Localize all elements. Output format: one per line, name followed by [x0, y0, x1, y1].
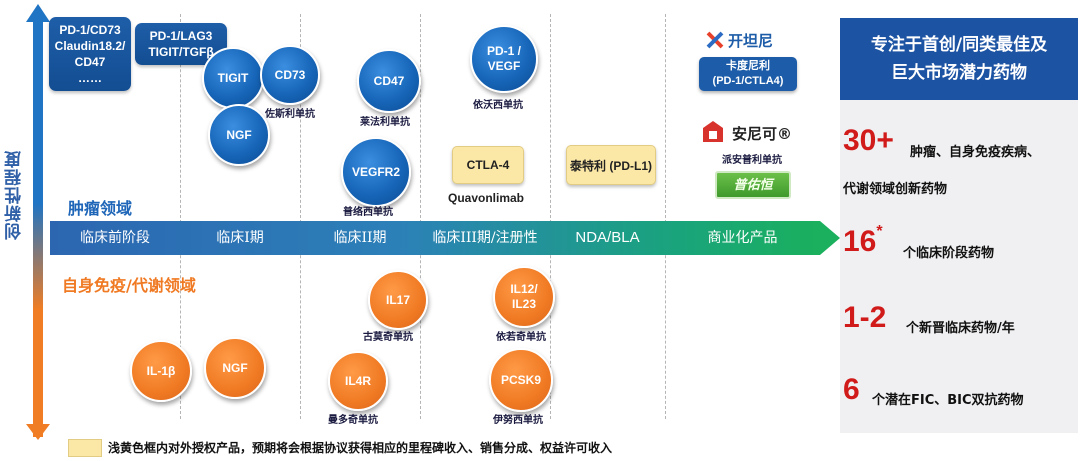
anike-logo-icon	[701, 120, 725, 144]
il1b-circle: IL-1β	[130, 340, 192, 402]
circle-label: PD-1 /VEGF	[486, 44, 521, 73]
cd73-caption: 佐斯利单抗	[265, 109, 315, 120]
il4r-circle: IL4R	[328, 351, 388, 411]
box-line: 卡度尼利	[726, 60, 770, 72]
legend-text: 浅黄色框内对外授权产品，预期将会根据协议获得相应的里程碑收入、销售分成、权益许可…	[108, 441, 613, 455]
box-line: Claudin18.2/	[54, 39, 126, 53]
stat-bispecific-text: 个潜在FIC、BIC双抗药物	[872, 393, 1024, 408]
stat-new-per-year-text: 个新晋临床药物/年	[906, 321, 1015, 336]
arrow-up-icon	[26, 4, 50, 22]
cd73-circle: CD73	[260, 45, 320, 105]
preclinical-box-multispecific: PD-1/CD73 Claudin18.2/ CD47 ……	[49, 17, 131, 91]
kaitanni-logo-icon	[706, 31, 724, 49]
cd47-caption: 莱法利单抗	[360, 117, 410, 128]
circle-label: IL-1β	[146, 363, 176, 378]
circle-label: NGF	[222, 360, 248, 375]
stat-innovative-count: 30+	[843, 124, 894, 157]
right-panel-body	[840, 100, 1078, 433]
kadunili-box: 卡度尼利 (PD-1/CTLA4)	[699, 57, 797, 91]
stage-divider	[300, 14, 301, 419]
stage-phase1: 临床I期	[216, 230, 264, 246]
box-line: ……	[78, 71, 102, 85]
ctla4-caption: Quavonlimab	[448, 191, 525, 205]
stage-phase2: 临床II期	[333, 230, 387, 246]
vegfr2-circle: VEGFR2	[341, 137, 411, 207]
anike-caption: 派安普利单抗	[722, 155, 782, 166]
stage-arrow-icon	[820, 221, 840, 255]
il12-il23-circle: IL12/IL23	[493, 266, 555, 328]
anike-logo-text: 安尼可®	[732, 125, 793, 143]
stage-band	[50, 221, 820, 255]
pcsk9-caption: 伊努西单抗	[493, 415, 543, 426]
circle-label: TIGIT	[217, 70, 249, 85]
il17-caption: 古莫奇单抗	[363, 332, 413, 343]
box-line: CD47	[74, 55, 106, 69]
stage-divider	[550, 14, 551, 419]
stage-divider	[420, 14, 421, 419]
stat-innovative-text: 肿瘤、自身免疫疾病、	[910, 145, 1041, 160]
stage-divider	[180, 14, 181, 419]
circle-label: IL17	[385, 292, 410, 307]
box-line: PD-1/LAG3	[149, 29, 213, 43]
oncology-field-label: 肿瘤领域	[68, 199, 133, 218]
circle-label: VEGFR2	[351, 164, 400, 179]
stage-preclinical: 临床前阶段	[80, 230, 150, 246]
kaitanni-logo-text: 开坦尼	[728, 32, 774, 50]
circle-label: IL12/IL23	[510, 282, 538, 311]
ngf-oncology-circle: NGF	[208, 104, 270, 166]
stage-divider	[665, 14, 666, 419]
stage-phase3: 临床III期/注册性	[432, 230, 538, 246]
innovation-axis-label: 创新性程度	[5, 150, 25, 240]
stat-footnote-mark: *	[876, 223, 883, 240]
header-line: 专注于首创/同类最佳及	[870, 35, 1048, 55]
ctla4-licensed-box: CTLA-4	[452, 146, 524, 184]
pd1-vegf-circle: PD-1 /VEGF	[470, 25, 538, 93]
tigit-circle: TIGIT	[202, 47, 264, 109]
stat-clinical-count: 16*	[843, 223, 883, 259]
stage-commercial: 商业化产品	[707, 230, 778, 246]
il4r-caption: 曼多奇单抗	[328, 415, 378, 426]
pd1-vegf-caption: 依沃西单抗	[473, 100, 523, 111]
cd47-circle: CD47	[357, 49, 421, 113]
header-line: 巨大市场潜力药物	[891, 63, 1027, 83]
box-line: (PD-1/CTLA4)	[712, 75, 784, 87]
stat-number: 16	[843, 225, 877, 258]
box-line: PD-1/CD73	[59, 23, 121, 37]
arrow-down-icon	[26, 424, 50, 440]
circle-label: NGF	[226, 127, 252, 142]
ngf-autoimmune-circle: NGF	[204, 337, 266, 399]
circle-label: CD47	[373, 73, 405, 88]
circle-label: IL4R	[344, 373, 371, 388]
legend-swatch	[68, 439, 102, 457]
stat-clinical-text: 个临床阶段药物	[903, 246, 995, 261]
innovation-axis	[33, 12, 43, 437]
stat-bispecific-count: 6	[843, 373, 860, 406]
preclinical-box-pd1-lag3: PD-1/LAG3 TIGIT/TGFβ	[135, 23, 227, 65]
box-line: TIGIT/TGFβ	[148, 45, 214, 59]
stage-nda-bla: NDA/BLA	[575, 229, 640, 246]
il17-circle: IL17	[368, 270, 428, 330]
il12-il23-caption: 依若奇单抗	[496, 332, 546, 343]
box-label: CTLA-4	[466, 158, 510, 172]
vegfr2-caption: 普络西单抗	[343, 207, 393, 218]
pcsk9-circle: PCSK9	[489, 348, 553, 412]
pdl1-licensed-box: 泰特利 (PD-L1)	[566, 145, 656, 185]
stat-new-per-year: 1-2	[843, 301, 887, 334]
box-label: 泰特利 (PD-L1)	[570, 158, 652, 173]
circle-label: PCSK9	[500, 372, 541, 387]
right-panel-header: 专注于首创/同类最佳及 巨大市场潜力药物	[840, 18, 1078, 100]
puyouheng-logo: 普佑恒	[715, 171, 791, 199]
circle-label: CD73	[274, 67, 306, 82]
stat-innovative-text-2: 代谢领域创新药物	[843, 182, 948, 197]
autoimmune-field-label: 自身免疫/代谢领域	[62, 276, 196, 295]
